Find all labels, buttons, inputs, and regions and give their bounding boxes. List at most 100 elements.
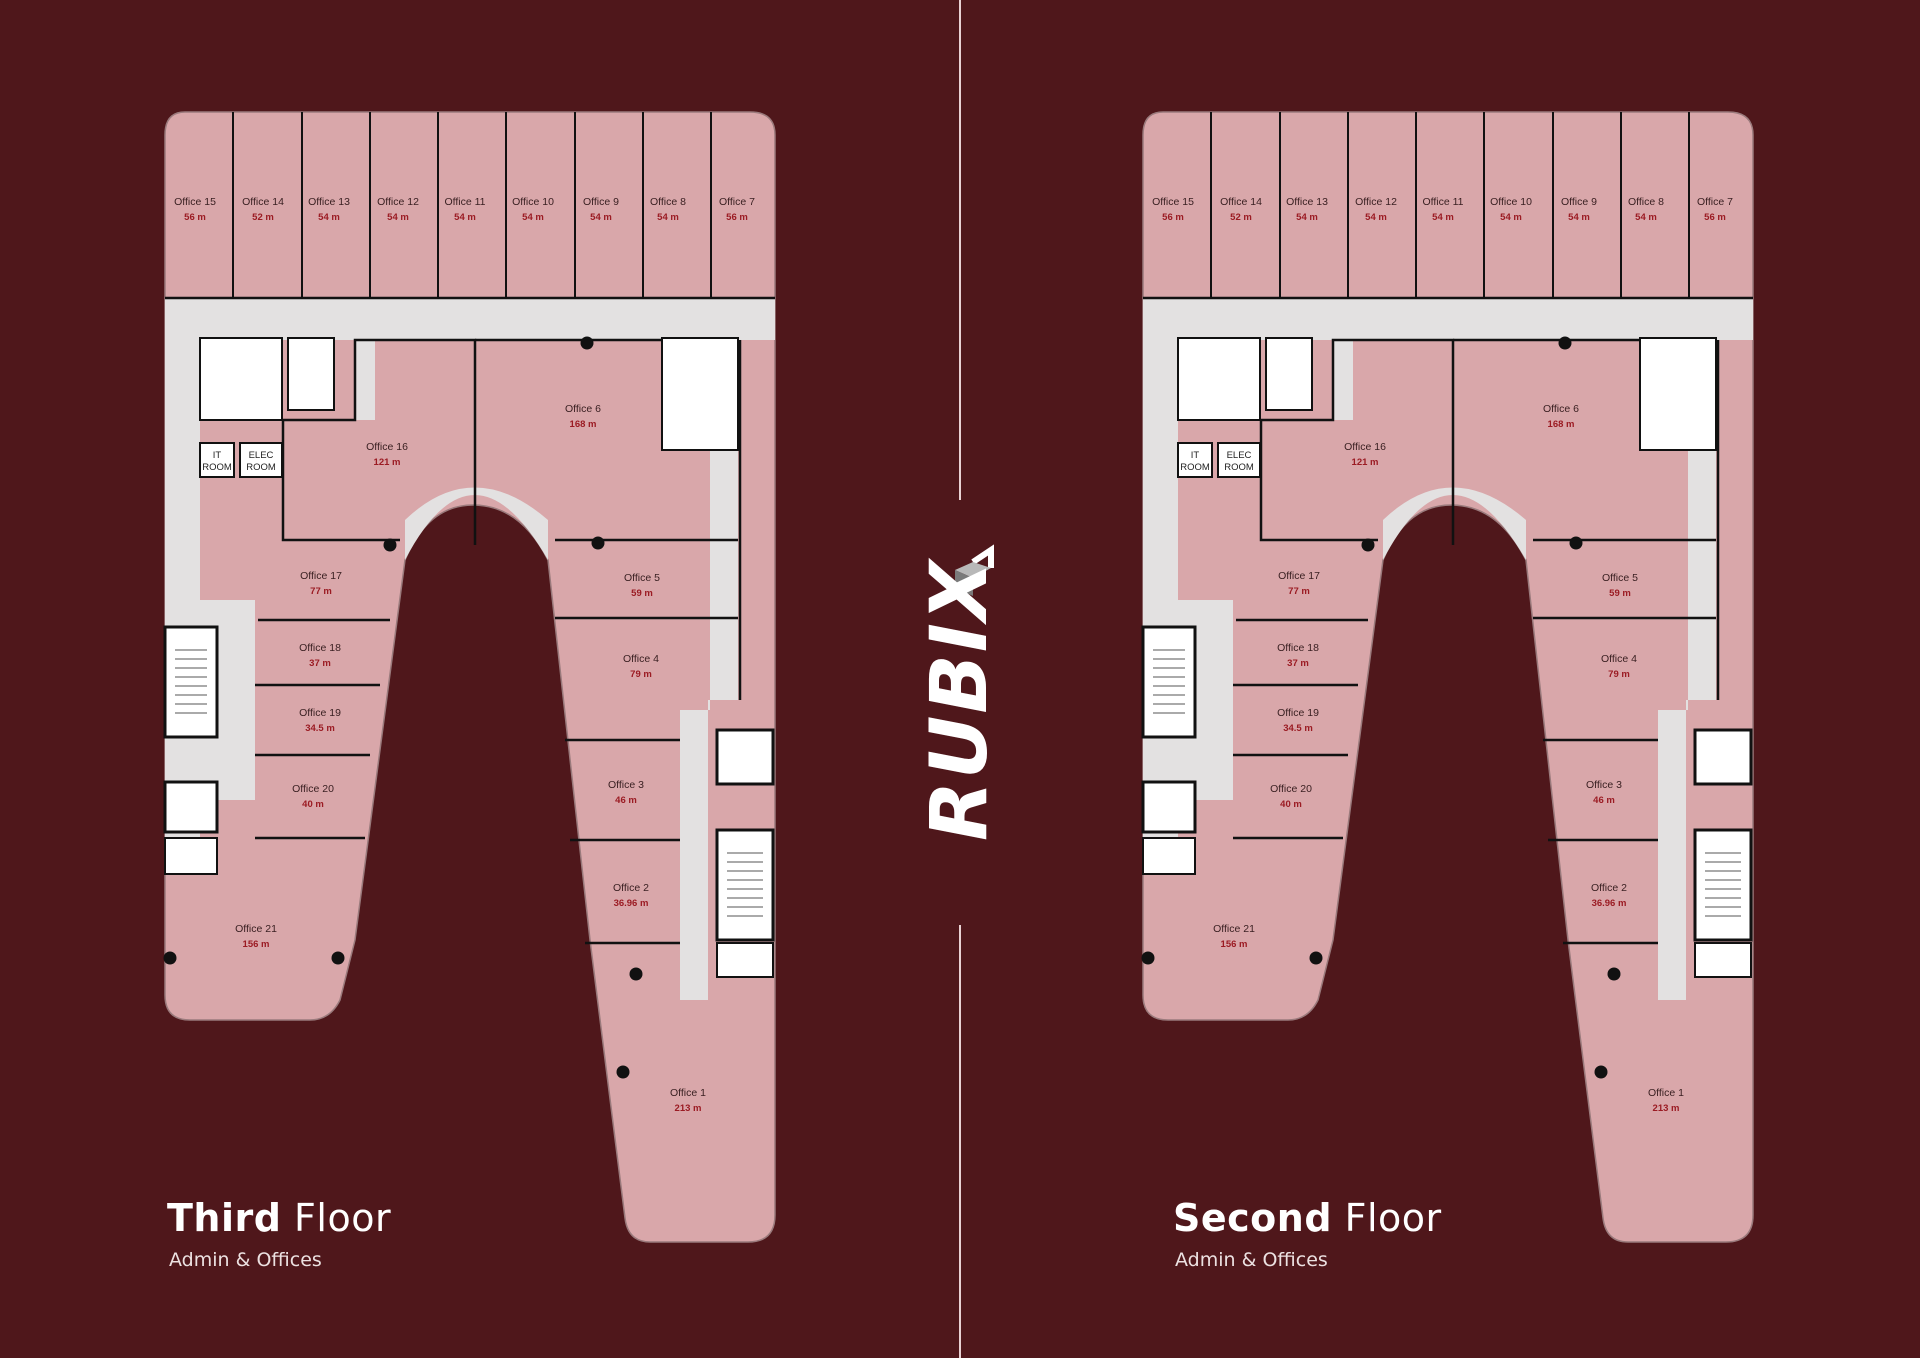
structural-column: [1594, 1065, 1608, 1079]
office-label: Office 17: [300, 570, 342, 582]
office-label: Office 3: [1586, 779, 1622, 791]
structural-column: [629, 967, 643, 981]
office-label: Office 18: [299, 642, 341, 654]
office-label: Office 15: [174, 196, 216, 208]
office-label: Office 5: [624, 572, 660, 584]
service-room-label: ELEC: [1227, 450, 1252, 461]
office-label: Office 19: [299, 707, 341, 719]
office-area: 37 m: [309, 658, 331, 669]
wc-right: [1694, 942, 1752, 978]
office-area: 34.5 m: [305, 723, 335, 734]
structural-column: [163, 951, 177, 965]
office-area: 54 m: [318, 212, 340, 223]
stair-left: [163, 625, 219, 739]
it-room: [1177, 442, 1213, 478]
restroom-block-left: [199, 337, 283, 421]
office-area: 54 m: [1432, 212, 1454, 223]
floor-title-second: Second Floor: [1173, 1196, 1442, 1240]
interior-wall: [1261, 338, 1455, 545]
structural-column: [1607, 967, 1621, 981]
building-footprint: [164, 111, 776, 1243]
lift-right: [1693, 728, 1753, 786]
office-label: Office 4: [623, 653, 659, 665]
wc-left: [1142, 837, 1196, 875]
shaft-left: [1265, 337, 1313, 411]
rubix-logo: RUBIX: [895, 510, 1025, 890]
floor-title-third: Third Floor: [167, 1196, 391, 1240]
structural-column: [580, 336, 594, 350]
office-area: 46 m: [615, 795, 637, 806]
office-area: 54 m: [522, 212, 544, 223]
office-area: 40 m: [302, 799, 324, 810]
office-area: 121 m: [1352, 457, 1379, 468]
office-label: Office 14: [242, 196, 284, 208]
structural-column: [1309, 951, 1323, 965]
structural-column: [1558, 336, 1572, 350]
office-label: Office 6: [565, 403, 601, 415]
service-room-label: IT: [213, 450, 222, 461]
office-area: 77 m: [1288, 586, 1310, 597]
office-area: 54 m: [590, 212, 612, 223]
service-room-label: ELEC: [249, 450, 274, 461]
office-label: Office 5: [1602, 572, 1638, 584]
office-label: Office 11: [444, 196, 485, 208]
cube-outline-icon: [955, 544, 994, 596]
office-label: Office 11: [1422, 196, 1463, 208]
office-area: 213 m: [1653, 1103, 1680, 1114]
lift-left: [163, 780, 219, 834]
office-area: 56 m: [184, 212, 206, 223]
office-area: 54 m: [1365, 212, 1387, 223]
office-label: Office 3: [608, 779, 644, 791]
service-room-label: ROOM: [1180, 462, 1210, 473]
office-label: Office 10: [512, 196, 554, 208]
restroom-block-right: [661, 337, 739, 451]
structural-column: [1141, 951, 1155, 965]
office-area: 79 m: [1608, 669, 1630, 680]
office-area: 36.96 m: [614, 898, 649, 909]
office-area: 36.96 m: [1592, 898, 1627, 909]
restroom-block-right: [1639, 337, 1717, 451]
office-area: 213 m: [675, 1103, 702, 1114]
floor-subtitle-second: Admin & Offices: [1175, 1249, 1328, 1271]
office-label: Office 4: [1601, 653, 1637, 665]
office-label: Office 21: [1213, 923, 1255, 935]
office-area: 54 m: [1568, 212, 1590, 223]
divider-bottom: [959, 925, 961, 1358]
structural-column: [331, 951, 345, 965]
office-label: Office 1: [670, 1087, 706, 1099]
office-label: Office 8: [650, 196, 686, 208]
office-label: Office 9: [583, 196, 619, 208]
office-area: 56 m: [1162, 212, 1184, 223]
office-area: 40 m: [1280, 799, 1302, 810]
lift-left: [1141, 780, 1197, 834]
corridor-arch: [405, 487, 548, 560]
office-area: 54 m: [1500, 212, 1522, 223]
office-label: Office 15: [1152, 196, 1194, 208]
stair-right: [1693, 828, 1753, 942]
office-area: 168 m: [1548, 419, 1575, 430]
office-label: Office 10: [1490, 196, 1532, 208]
office-area: 59 m: [1609, 588, 1631, 599]
stair-right: [715, 828, 775, 942]
office-label: Office 12: [377, 196, 419, 208]
floor-title-light: Floor: [1344, 1196, 1442, 1240]
wc-left: [164, 837, 218, 875]
office-area: 46 m: [1593, 795, 1615, 806]
service-room-label: ROOM: [202, 462, 232, 473]
office-area: 56 m: [726, 212, 748, 223]
office-label: Office 7: [1697, 196, 1733, 208]
structural-column: [1569, 536, 1583, 550]
floor-subtitle-third: Admin & Offices: [169, 1249, 322, 1271]
service-room-label: ROOM: [1224, 462, 1254, 473]
office-area: 54 m: [387, 212, 409, 223]
shaft-left: [287, 337, 335, 411]
office-label: Office 19: [1277, 707, 1319, 719]
office-area: 54 m: [454, 212, 476, 223]
office-area: 54 m: [1635, 212, 1657, 223]
office-label: Office 7: [719, 196, 755, 208]
corridor-spur: [1333, 338, 1353, 420]
